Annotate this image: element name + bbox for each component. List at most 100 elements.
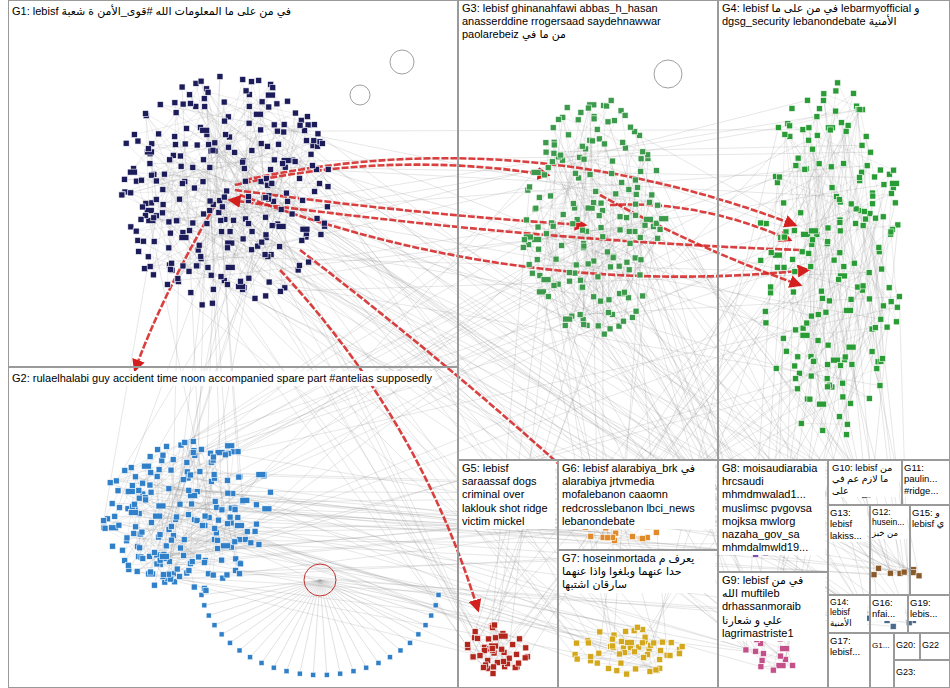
tie-line [131, 512, 214, 539]
vertex [202, 513, 208, 519]
vertex [159, 210, 165, 216]
vertex [589, 138, 595, 144]
vertex [225, 245, 231, 251]
vertex [218, 217, 224, 223]
vertex [167, 157, 173, 163]
tie-line [138, 457, 214, 546]
vertex [219, 507, 225, 513]
fan-line [320, 580, 436, 605]
vertex [559, 242, 565, 248]
vertex [606, 297, 612, 303]
vertex [211, 472, 217, 478]
vertex [206, 142, 212, 148]
tie-line [150, 152, 871, 163]
vertex [219, 557, 225, 563]
vertex [142, 266, 148, 272]
vertex [200, 179, 206, 185]
tie-line [828, 174, 889, 228]
vertex [808, 373, 814, 379]
vertex [259, 239, 265, 245]
vertex [253, 521, 259, 527]
vertex [265, 143, 271, 149]
heavy-edge [235, 165, 548, 185]
vertex [221, 99, 227, 105]
vertex [262, 252, 268, 258]
vertex [817, 401, 827, 407]
vertex [635, 185, 641, 191]
vertex [274, 128, 280, 134]
vertex [611, 118, 617, 124]
vertex [164, 443, 170, 449]
tie-line [266, 296, 485, 647]
vertex [169, 260, 175, 266]
tie-line [193, 167, 587, 325]
vertex [841, 161, 847, 167]
vertex [215, 537, 221, 543]
vertex [256, 541, 262, 547]
vertex [536, 194, 542, 200]
vertex [149, 172, 155, 178]
vertex [855, 107, 865, 113]
vertex [186, 487, 192, 493]
tie-line [180, 156, 919, 576]
tie-line [169, 167, 210, 247]
vertex [182, 141, 188, 147]
tie-line [163, 273, 870, 559]
tie-line [191, 475, 620, 654]
tie-line [535, 100, 611, 209]
vertex [122, 467, 128, 473]
vertex [840, 394, 846, 400]
vertex [151, 582, 157, 588]
tie-line [311, 154, 599, 653]
vertex [868, 149, 874, 155]
vertex [208, 148, 218, 154]
vertex [248, 540, 254, 546]
tie-line [840, 231, 878, 618]
tie-line [801, 213, 813, 240]
vertex [128, 509, 138, 515]
vertex [125, 488, 135, 494]
vertex [110, 543, 116, 549]
vertex [263, 232, 269, 238]
vertex [147, 454, 153, 460]
vertex [210, 286, 216, 292]
vertex [283, 190, 289, 196]
vertex [225, 264, 235, 270]
vertex [246, 194, 252, 200]
tie-line [167, 284, 623, 648]
vertex [202, 603, 207, 608]
vertex [640, 293, 646, 299]
vertex [820, 97, 826, 103]
vertex [216, 209, 222, 215]
vertex [240, 159, 246, 165]
vertex [324, 204, 330, 210]
self-loop [304, 564, 336, 596]
vertex [642, 222, 648, 228]
vertex [638, 156, 644, 162]
vertex [167, 266, 173, 272]
vertex [598, 225, 604, 231]
vertex [125, 562, 131, 568]
tie-line [851, 204, 882, 359]
vertex [284, 98, 290, 104]
tie-line [503, 209, 856, 662]
vertex [581, 156, 587, 162]
vertex [815, 338, 821, 344]
tie-line [838, 83, 871, 152]
vertex [892, 200, 898, 206]
vertex [655, 235, 661, 241]
tie-line [158, 257, 268, 450]
vertex [864, 163, 870, 169]
vertex [558, 152, 564, 158]
vertex [206, 613, 211, 618]
tie-line [169, 106, 249, 222]
vertex [222, 452, 228, 458]
tie-line [167, 446, 195, 587]
tie-line [639, 135, 827, 241]
vertex [207, 208, 213, 214]
vertex [184, 459, 190, 465]
vertex [587, 171, 593, 177]
vertex [107, 480, 113, 486]
vertex [793, 163, 799, 169]
vertex [632, 177, 638, 183]
